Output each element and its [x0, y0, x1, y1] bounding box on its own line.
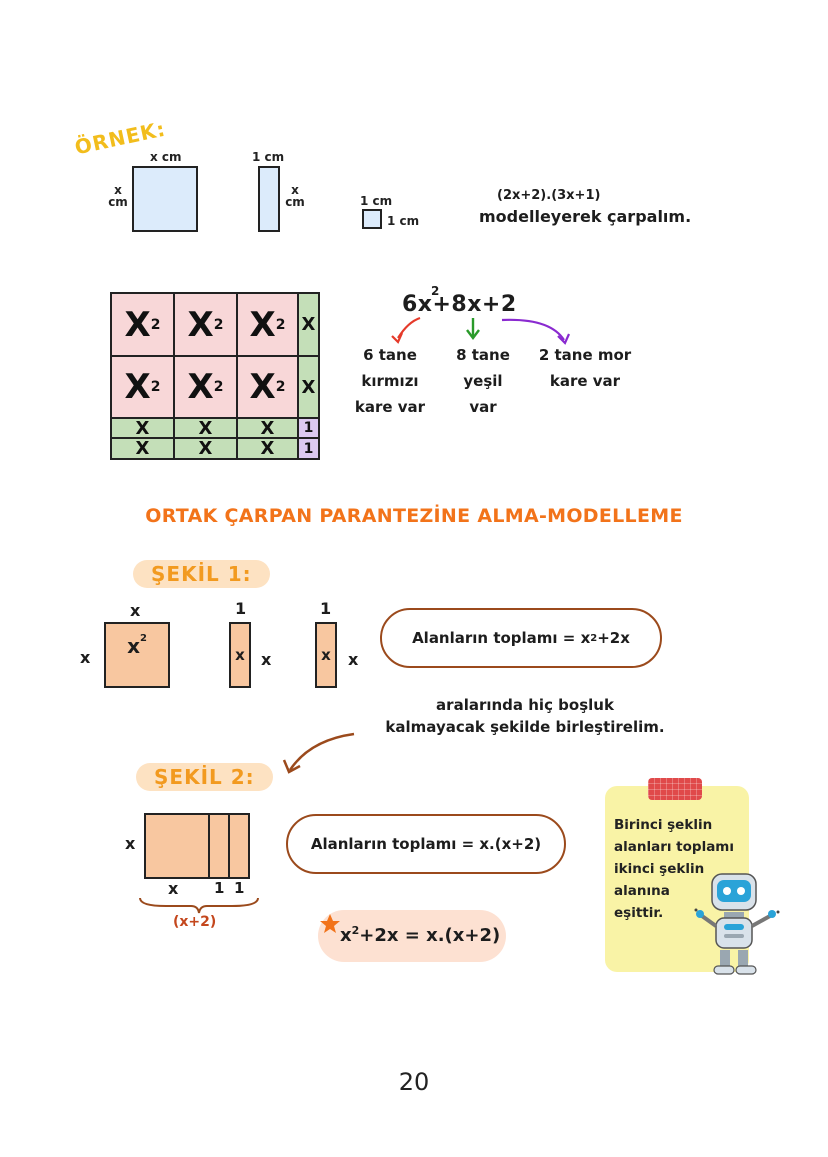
x-tile: X [238, 438, 299, 459]
sekil2-label: ŞEKİL 2: [136, 763, 273, 791]
problem-expression: (2x+2).(3x+1) [497, 188, 601, 203]
red-description: 6 tane kırmızı kare var [354, 346, 426, 416]
sekil2-rect2 [228, 813, 250, 879]
sekil1-rect2-top: 1 [320, 599, 332, 618]
brace [139, 897, 259, 914]
brace-label: (x+2) [173, 914, 217, 930]
tile-big-left-label: x cm [108, 183, 128, 209]
sekil2-rect1 [208, 813, 230, 879]
page-number: 20 [398, 1068, 430, 1096]
sekil1-rect1: x [229, 622, 251, 688]
tile-one [362, 209, 382, 229]
tile-small-right-label: 1 cm [387, 214, 420, 228]
one-tile: 1 [299, 439, 318, 458]
sekil2-combined-rect [144, 813, 250, 879]
one-tile: 1 [299, 419, 318, 439]
sekil1-label: ŞEKİL 1: [133, 560, 270, 588]
sekil2-bottom-1a: 1 [214, 879, 225, 897]
tile-x-squared [132, 166, 198, 232]
merge-arrow [282, 732, 355, 774]
equation: x2+2x = x.(x+2) [340, 924, 501, 946]
x-tile: X [112, 438, 175, 459]
result-exponent: 2 [431, 284, 440, 298]
x-tile: X [299, 294, 318, 357]
sekil1-rect1-right: x [261, 650, 272, 669]
color-arrows [391, 316, 571, 345]
x-tile: X [175, 438, 238, 459]
sekil1-rect1-top: 1 [235, 599, 247, 618]
sekil2-bottom-1b: 1 [234, 879, 245, 897]
robot-icon [694, 873, 780, 975]
sekil1-rect2: x [315, 622, 337, 688]
x-tile: X [112, 418, 175, 439]
x-tile: X [175, 418, 238, 439]
x-tile: X [238, 418, 299, 439]
sekil1-square-left: x [80, 648, 91, 667]
tile-small-top-label: 1 cm [360, 194, 393, 208]
note-text: Birinci şeklin alanları toplamı ikinci ş… [614, 817, 735, 921]
purple-description: 2 tane mor kare var [538, 346, 632, 390]
sekil1-square-top: x [130, 601, 141, 620]
tile-x [258, 166, 280, 232]
x-tile: X [299, 357, 318, 419]
section-title: ORTAK ÇARPAN PARANTEZİNE ALMA-MODELLEME [145, 505, 683, 527]
merge-instruction: aralarında hiç boşluk kalmayacak şekilde… [385, 696, 665, 736]
tile-rect-top-label: 1 cm [252, 150, 285, 164]
equation-highlight [318, 910, 506, 962]
sekil2-cloud: Alanların toplamı = x.(x+2) [286, 814, 566, 874]
tile-big-top-label: x cm [150, 150, 182, 164]
sekil2-bottom-x: x [168, 879, 179, 898]
sekil2-square [144, 813, 210, 879]
sekil2-left: x [125, 834, 136, 853]
result-expression: 6x+8x+2 [402, 292, 517, 317]
star-icon [320, 914, 340, 933]
green-description: 8 tane yeşil var [456, 346, 510, 416]
tile-rect-right-label: x cm [285, 183, 305, 209]
note-tape [648, 778, 702, 800]
problem-instruction: modelleyerek çarpalım. [479, 207, 692, 226]
sekil1-rect2-right: x [348, 650, 359, 669]
